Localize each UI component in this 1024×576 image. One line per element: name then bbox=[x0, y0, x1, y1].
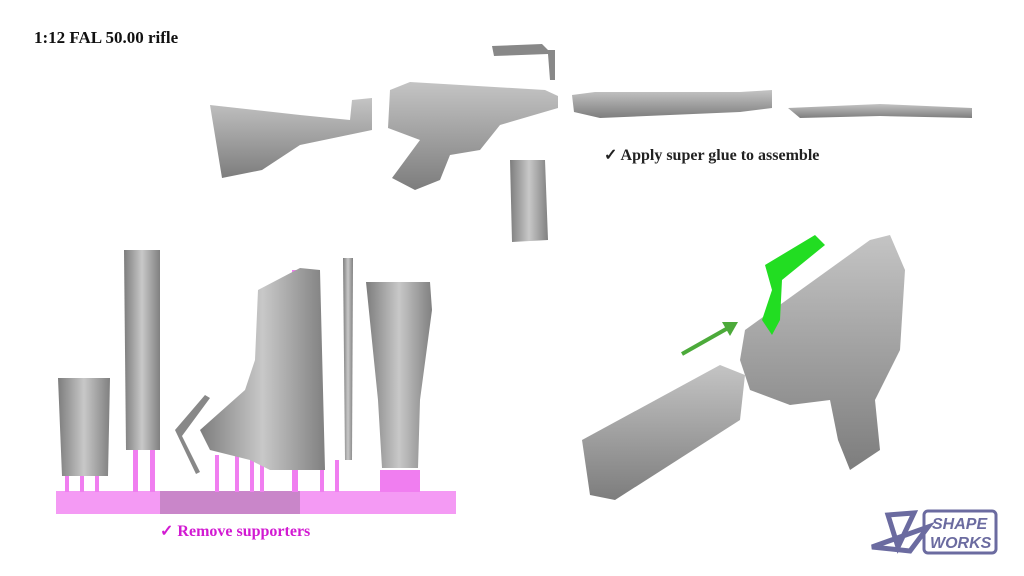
assembly-receiver bbox=[740, 235, 905, 470]
printed-handguard bbox=[124, 250, 160, 450]
printed-receiver bbox=[200, 268, 325, 470]
printed-carry-handle bbox=[175, 395, 210, 474]
slide-title: 1:12 FAL 50.00 rifle bbox=[34, 28, 179, 47]
assembly-illustration bbox=[582, 235, 905, 500]
green-carry-handle bbox=[762, 235, 825, 335]
printed-parts-on-supports bbox=[56, 250, 456, 514]
printed-magazine bbox=[58, 378, 110, 476]
svg-text:WORKS: WORKS bbox=[930, 535, 992, 552]
barrel bbox=[788, 104, 972, 118]
glue-instruction: ✓ Apply super glue to assemble bbox=[604, 147, 820, 164]
magazine bbox=[510, 160, 548, 242]
printed-stock bbox=[366, 282, 432, 468]
assembly-handguard bbox=[582, 365, 745, 500]
carry-handle bbox=[492, 44, 555, 80]
handguard bbox=[572, 90, 772, 118]
remove-supporters-instruction: ✓ Remove supporters bbox=[160, 523, 311, 540]
exploded-rifle bbox=[210, 44, 972, 242]
printed-barrel bbox=[343, 258, 353, 460]
assembly-arrow bbox=[681, 326, 729, 356]
stock bbox=[210, 98, 372, 178]
receiver bbox=[388, 82, 558, 190]
shapeworks-logo: SHAPE WORKS bbox=[868, 507, 998, 557]
svg-text:SHAPE: SHAPE bbox=[932, 516, 988, 533]
